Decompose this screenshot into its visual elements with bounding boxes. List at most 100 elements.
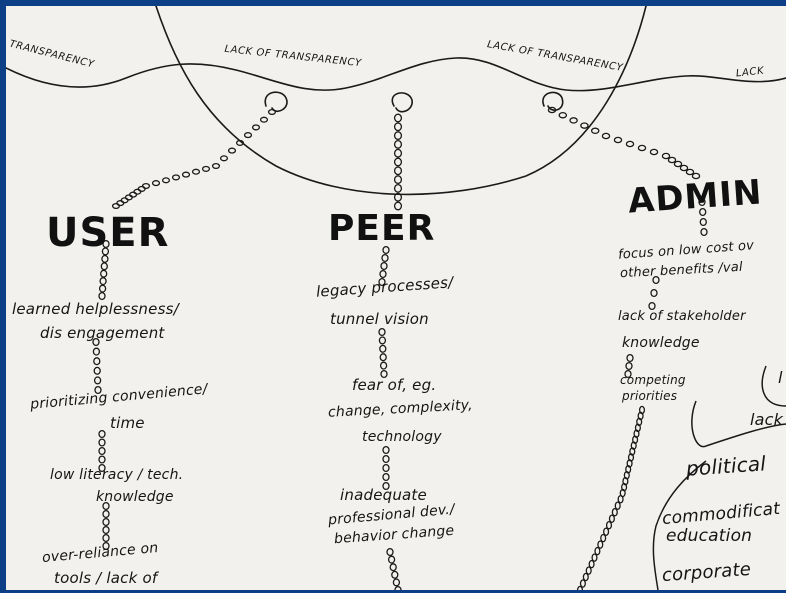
admin-chain-link — [590, 127, 600, 135]
peer-chain-link — [394, 585, 402, 590]
peer-chain-link — [386, 547, 394, 557]
user-chain-link — [98, 429, 106, 439]
admin-chain-link — [603, 527, 610, 536]
user-chain-link — [191, 168, 201, 175]
user-chain-link — [100, 269, 108, 278]
admin-chain-link — [585, 566, 592, 575]
admin-chain-link — [673, 160, 683, 168]
right-cluster-text: political — [685, 451, 767, 481]
admin-chain-link — [601, 132, 611, 140]
transparency-wave — [6, 57, 786, 92]
user-chain-link — [161, 177, 171, 184]
admin-chain-link — [576, 585, 584, 590]
user-chain-link — [102, 533, 110, 543]
peer-chain-link — [393, 139, 403, 149]
admin-chain-link — [691, 172, 701, 180]
peer-chain-link — [380, 261, 388, 271]
user-title: USER — [46, 210, 170, 256]
user-chain-link — [94, 385, 102, 395]
admin-chain-link — [597, 540, 604, 549]
user-chain-link — [259, 116, 269, 123]
peer-chain-link — [393, 166, 403, 176]
admin-chain-link — [637, 144, 647, 152]
peer-title: PEER — [328, 208, 436, 249]
admin-chain-link — [667, 156, 677, 164]
user-chain-link — [93, 366, 101, 375]
admin-chain-link — [582, 572, 589, 582]
admin-chain-link — [652, 275, 660, 285]
user-chain-link — [243, 132, 253, 139]
admin-chain-link — [625, 361, 633, 371]
user-chain-link — [267, 108, 277, 116]
admin-chain-link — [699, 207, 707, 217]
user-chain-link — [102, 541, 110, 551]
peer-chain-link — [393, 148, 403, 158]
admin-chain-link — [613, 136, 623, 144]
right-cluster-text: education — [666, 526, 753, 546]
user-chain-link — [151, 180, 161, 187]
admin-chain-link — [700, 227, 708, 237]
user-chain-link — [111, 202, 121, 210]
peer-chain-link — [382, 481, 390, 491]
admin-item: knowledge — [622, 335, 700, 351]
peer-chain-link — [382, 445, 390, 455]
right-cluster-outline — [691, 400, 786, 448]
user-chain-link — [101, 247, 110, 256]
user-chain-link — [93, 357, 101, 366]
right-cluster-outline-2 — [761, 365, 786, 407]
user-chain-link — [98, 446, 106, 456]
user-chain-link — [219, 155, 229, 162]
user-chain-link — [98, 291, 106, 301]
peer-chain-link — [380, 369, 388, 379]
peer-item: fear of, eg. — [352, 376, 437, 394]
peer-chain-link — [382, 463, 390, 473]
user-chain-link — [251, 124, 261, 131]
peer-chain-link — [393, 131, 403, 141]
peer-chain-link — [393, 113, 403, 123]
user-chain-link — [100, 262, 108, 271]
peer-chain-link — [378, 336, 387, 345]
peer-chain-link — [391, 570, 399, 579]
user-chain-link — [141, 182, 151, 190]
large-circle-arc — [155, 6, 647, 196]
admin-chain-link — [625, 140, 635, 148]
peer-chain-link — [379, 353, 387, 362]
peer-chain-link — [382, 472, 390, 482]
admin-chain-link — [685, 168, 695, 176]
peer-chain-link — [378, 277, 386, 287]
admin-chain-link — [661, 152, 671, 160]
admin-chain-link — [558, 111, 568, 119]
admin-chain-link — [580, 122, 589, 129]
user-chain-link — [181, 171, 191, 178]
peer-chain-link — [382, 454, 390, 464]
user-chain-link — [102, 525, 110, 535]
user-chain-link — [211, 162, 221, 170]
peer-hook — [391, 92, 413, 113]
user-chain-link — [102, 509, 110, 519]
user-chain-link — [92, 347, 101, 356]
user-chain-link — [98, 463, 106, 473]
user-item: dis engagement — [40, 324, 165, 342]
peer-chain-link — [379, 269, 387, 279]
admin-chain-link — [614, 501, 621, 510]
peer-chain-link — [387, 555, 396, 564]
user-chain-link — [101, 254, 109, 263]
user-chain-link — [98, 455, 106, 464]
admin-chain-link — [649, 148, 659, 156]
admin-chain-link — [600, 533, 607, 543]
admin-chain-link — [579, 579, 586, 588]
admin-chain-link — [699, 217, 707, 227]
user-chain-link — [227, 147, 237, 154]
peer-chain-link — [379, 344, 387, 353]
user-chain-link — [201, 165, 211, 172]
admin-chain-link — [650, 288, 658, 298]
peer-chain-link — [393, 192, 403, 202]
peer-chain-link — [393, 122, 403, 132]
user-item: time — [110, 414, 145, 432]
right-cluster-outline-3 — [652, 460, 707, 590]
right-cluster-text: l — [778, 368, 783, 387]
admin-chain-link — [617, 494, 624, 504]
user-item: low literacy / tech. — [50, 467, 184, 483]
admin-chain-link — [569, 117, 578, 124]
peer-chain-link — [393, 175, 403, 185]
